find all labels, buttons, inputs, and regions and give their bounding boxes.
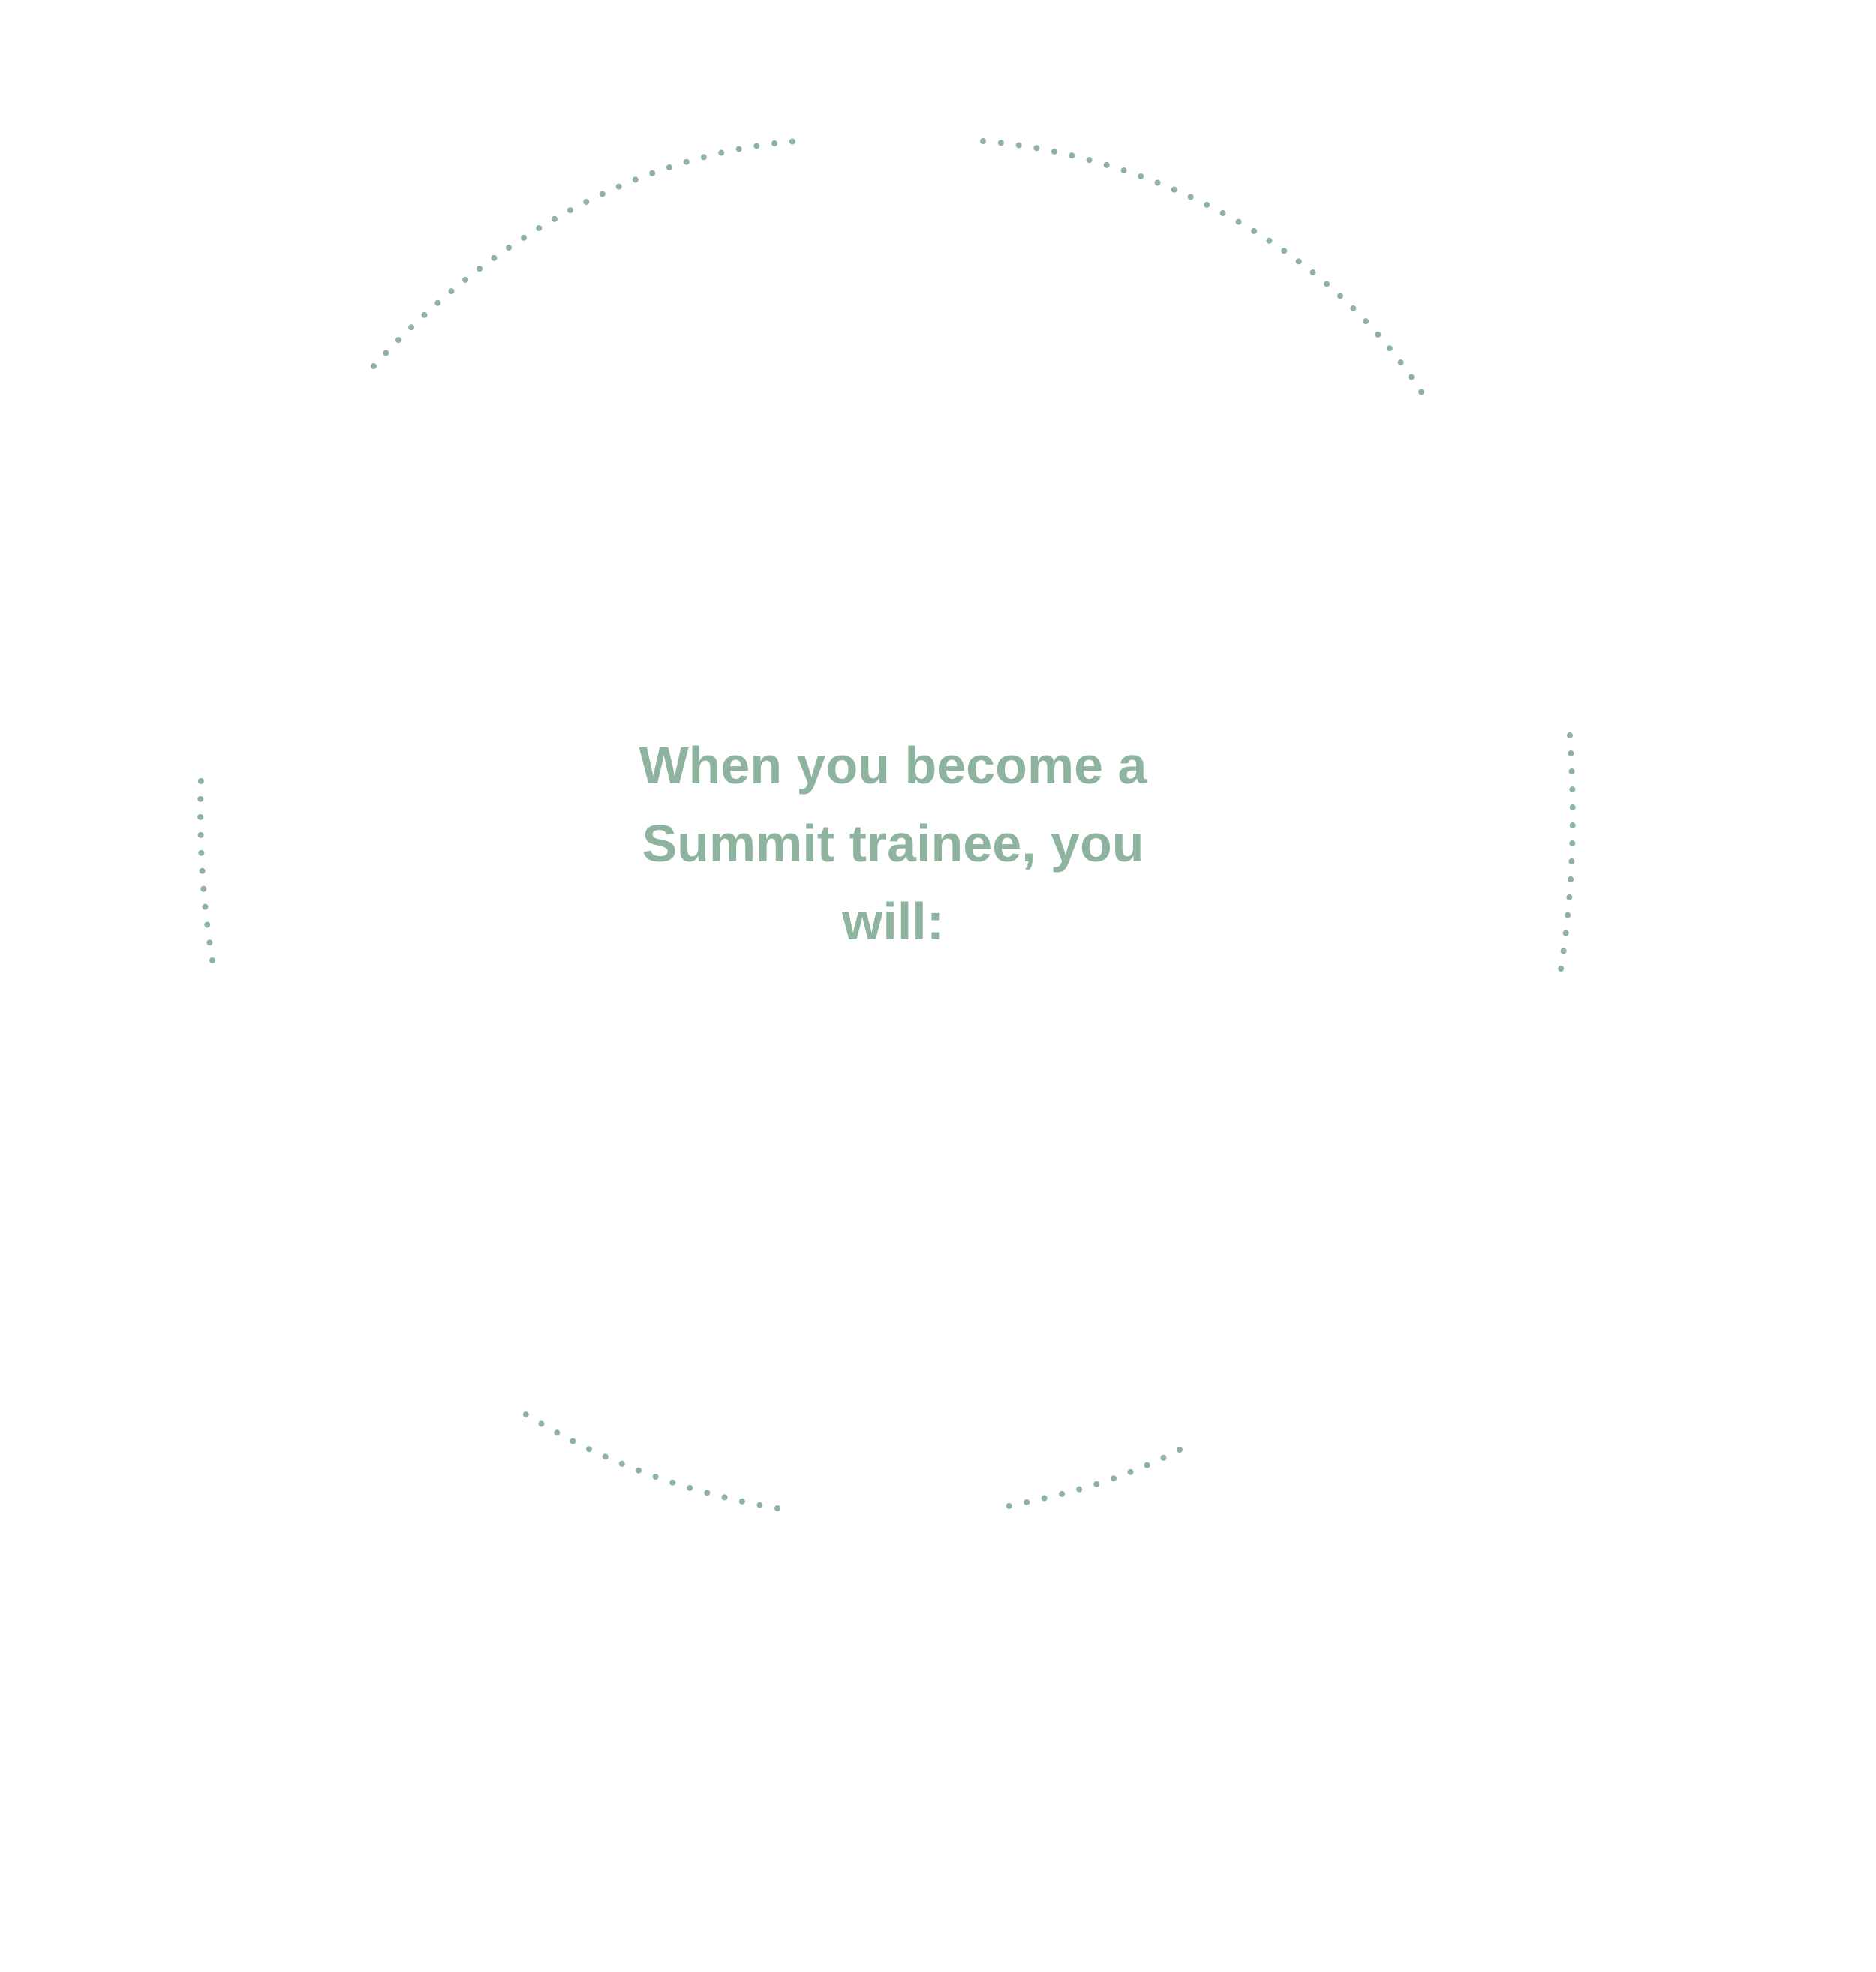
connector-right-to-bottom-right (1556, 732, 1576, 982)
node-school-camps: Lead on approximately 30-35 residential … (35, 1217, 491, 1517)
connector-top-to-right (980, 138, 1429, 402)
connector-bottom-left-to-left (197, 774, 215, 963)
node-bible-knowledge: Grow in your Bible knowledge and relatio… (1180, 1212, 1836, 1459)
node-share-gospel: Be equipped to share the gospel faithful… (128, 612, 443, 701)
connector-left-to-top (371, 138, 800, 369)
node-grow-christian-leader: Grow as a Christian leader (732, 255, 1024, 344)
connector-bottom-right-to-bottom (995, 1447, 1183, 1511)
node-qualifications: Receive training towards nationally reco… (701, 1628, 1063, 1823)
connector-bottom-to-bottom-left (511, 1404, 780, 1511)
diagram-center-title: When you become a Summit trainee, you wi… (639, 736, 1147, 951)
node-eternal-impact: Be challenged to live life with an etern… (1265, 612, 1736, 701)
